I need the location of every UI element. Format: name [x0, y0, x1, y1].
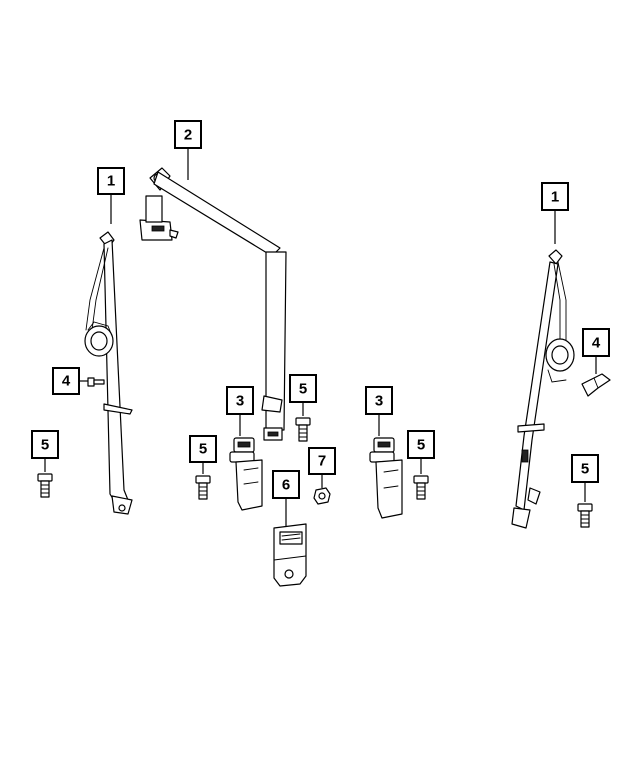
callout-1-right: 1: [541, 182, 569, 211]
bolt-5-c[interactable]: [295, 417, 311, 442]
center-seat-belt[interactable]: [139, 167, 287, 441]
callout-2: 2: [174, 120, 202, 149]
buckle-3-right[interactable]: [369, 437, 403, 519]
callout-7: 7: [308, 447, 336, 475]
svg-text:4: 4: [62, 373, 71, 390]
bolt-5-e[interactable]: [577, 503, 593, 528]
svg-text:7: 7: [318, 453, 326, 470]
bolt-4-right[interactable]: [581, 373, 611, 397]
svg-text:5: 5: [417, 437, 425, 454]
svg-text:2: 2: [184, 127, 192, 144]
callout-5-a: 5: [31, 430, 59, 459]
callout-5-c: 5: [289, 374, 317, 403]
right-outboard-seat-belt[interactable]: [511, 249, 575, 529]
callout-5-d: 5: [407, 430, 435, 459]
svg-text:1: 1: [551, 189, 559, 206]
svg-text:5: 5: [299, 381, 307, 398]
left-outboard-seat-belt[interactable]: [84, 231, 133, 515]
callout-5-b: 5: [189, 435, 217, 463]
callout-4-right: 4: [582, 328, 610, 357]
svg-text:3: 3: [236, 393, 244, 410]
callout-5-e: 5: [571, 454, 599, 483]
anchor-bracket-6[interactable]: [273, 523, 307, 587]
svg-text:5: 5: [41, 437, 49, 454]
bolt-5-b[interactable]: [195, 475, 211, 500]
callout-3-left: 3: [226, 386, 254, 415]
bolt-5-a[interactable]: [37, 473, 53, 498]
callout-3-right: 3: [365, 386, 393, 415]
svg-text:3: 3: [375, 393, 383, 410]
svg-text:4: 4: [592, 335, 601, 352]
callout-1-left: 1: [97, 167, 125, 195]
bolt-4-left[interactable]: [87, 377, 105, 387]
callout-6: 6: [272, 470, 300, 499]
callout-4-left: 4: [52, 367, 80, 395]
bolt-5-d[interactable]: [413, 475, 429, 500]
nut-7[interactable]: [313, 487, 331, 505]
svg-text:6: 6: [282, 477, 290, 494]
svg-text:1: 1: [107, 173, 115, 190]
svg-text:5: 5: [581, 461, 589, 478]
svg-text:5: 5: [199, 441, 207, 458]
buckle-3-left[interactable]: [229, 437, 263, 511]
